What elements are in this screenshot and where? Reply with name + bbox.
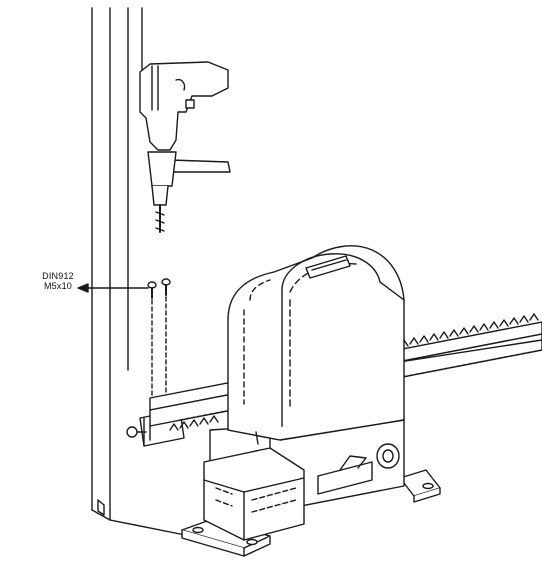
drill-icon bbox=[139, 61, 231, 233]
gate-motor-icon bbox=[203, 245, 405, 541]
callout-arrow bbox=[77, 283, 149, 293]
callout-screw-size: M5x10 bbox=[43, 281, 72, 291]
mounting-plate-icon bbox=[181, 469, 441, 557]
callout-screw-standard: DIN912 bbox=[42, 271, 74, 281]
gate-post-icon bbox=[91, 7, 186, 536]
callout-label: DIN912 M5x10 bbox=[28, 271, 88, 291]
